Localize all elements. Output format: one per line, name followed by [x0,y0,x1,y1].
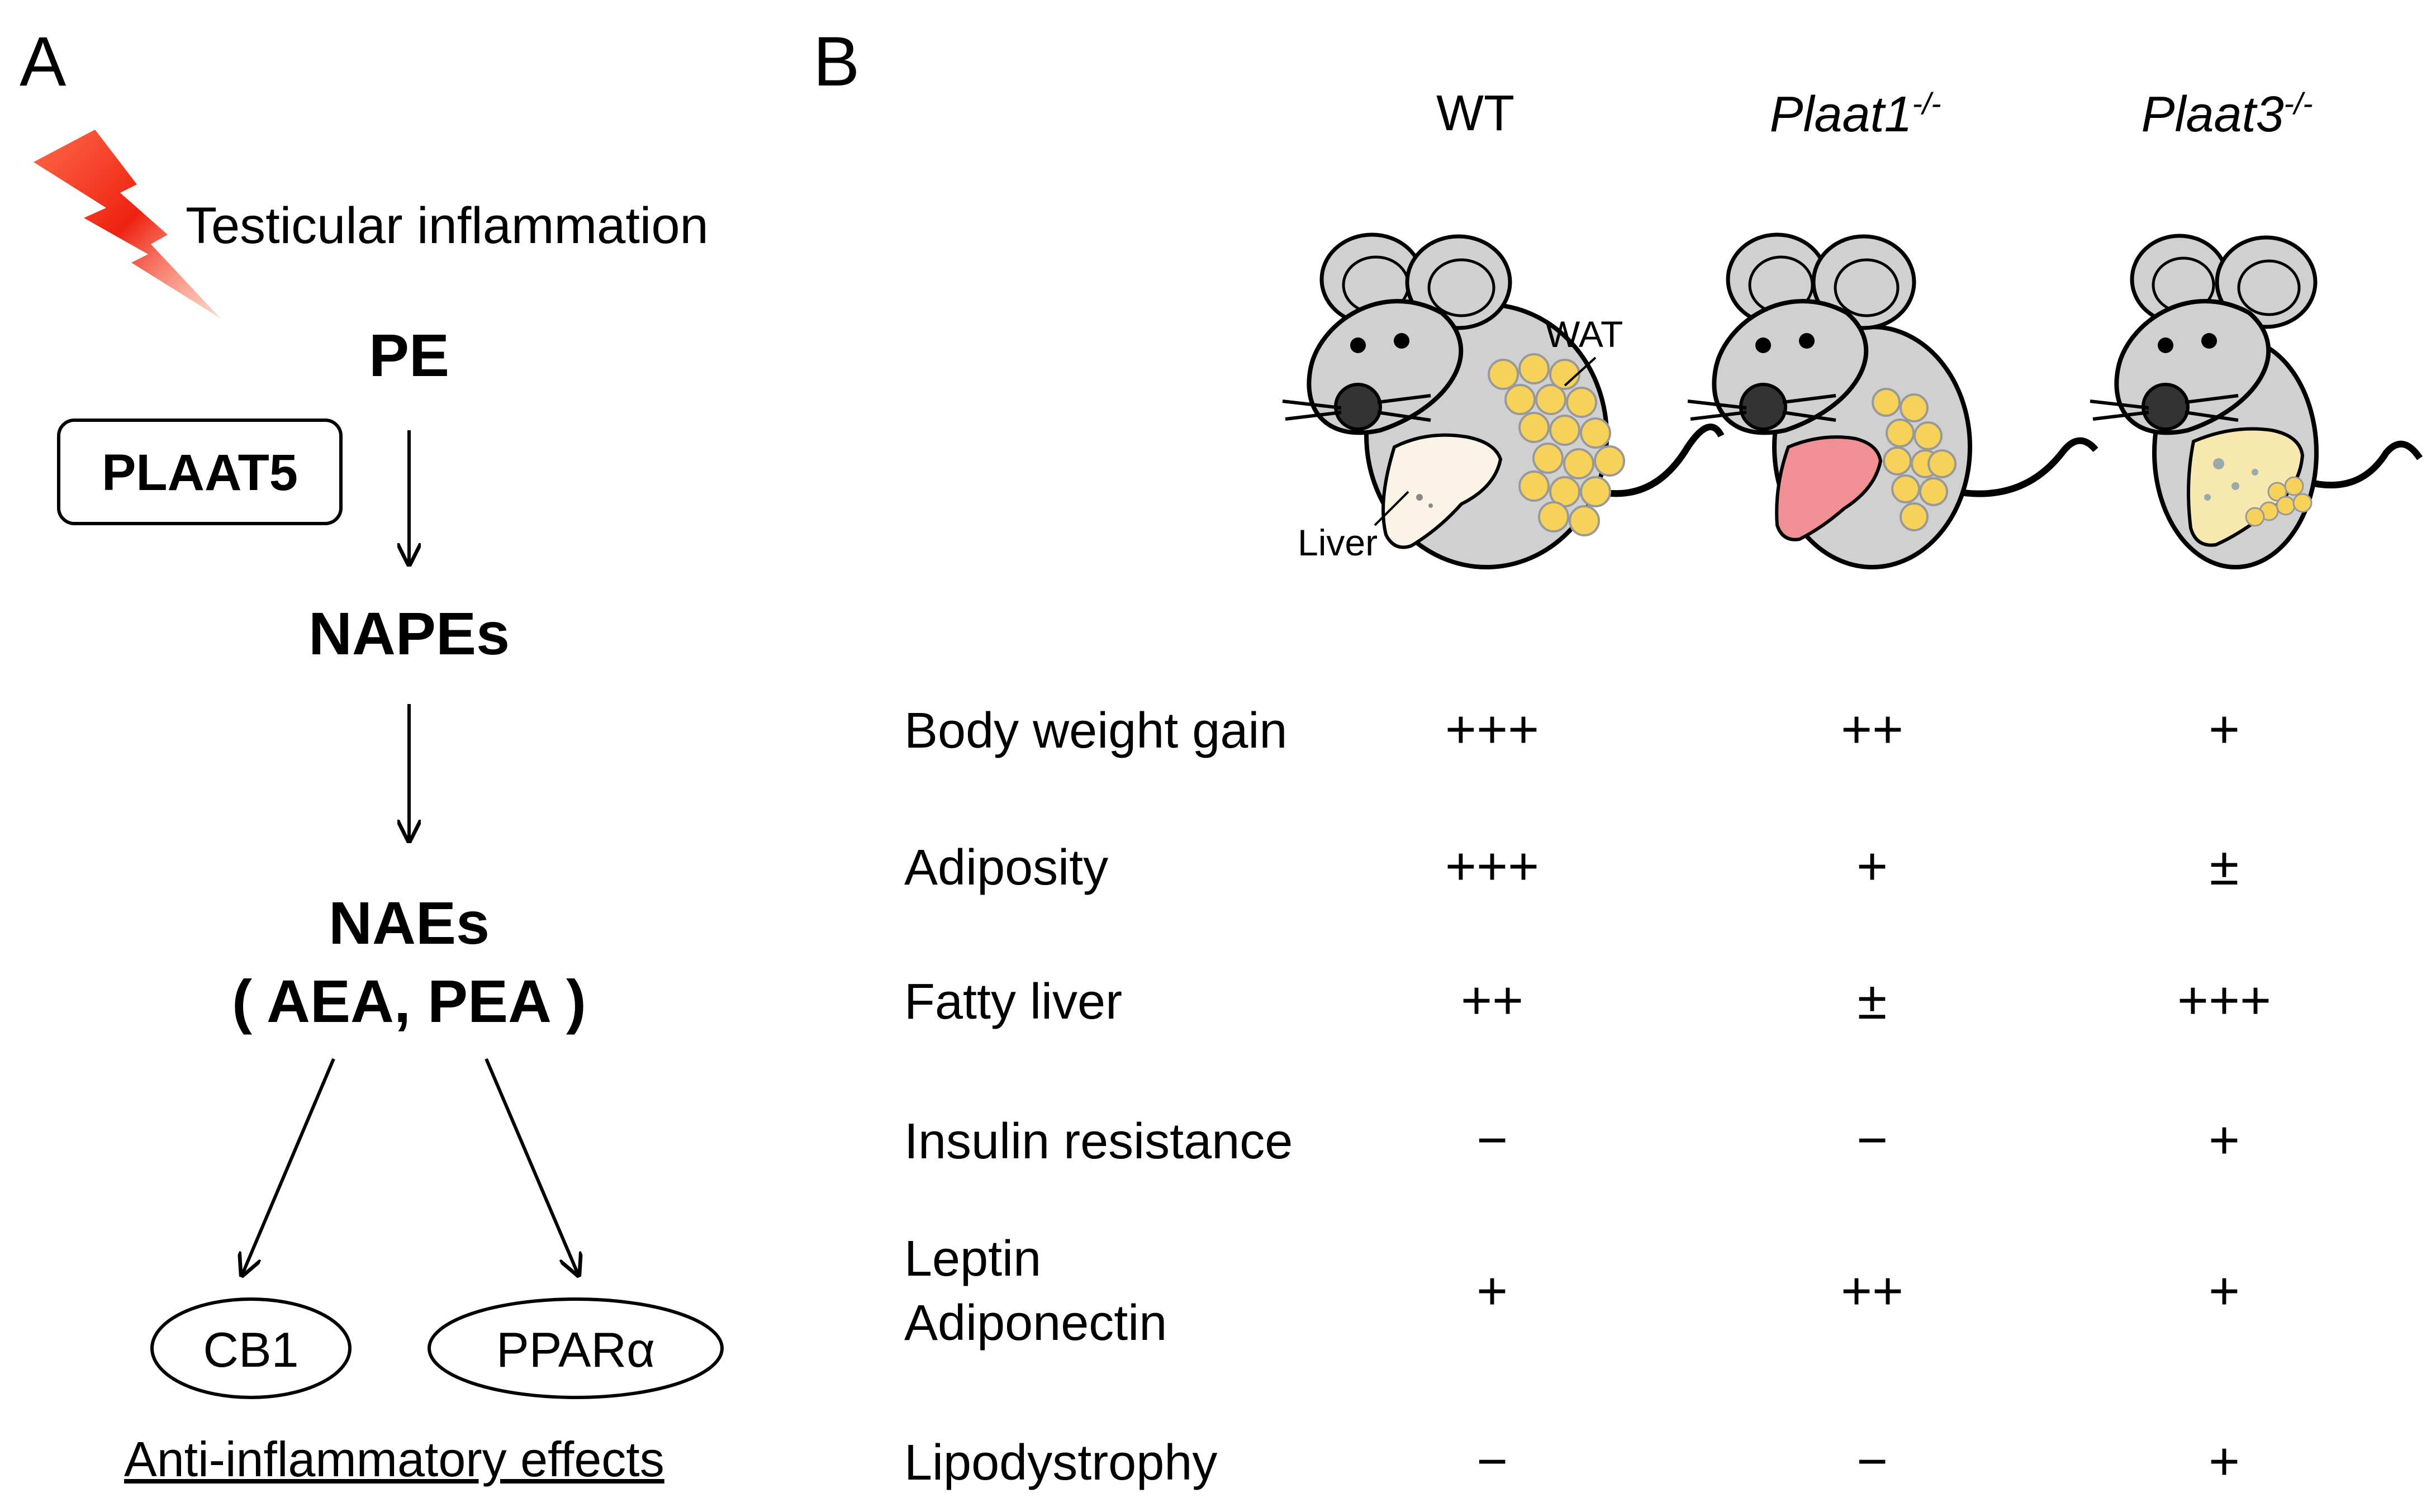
cell-lipodystrophy-plaat3: + [2208,1432,2240,1491]
row-label-body-weight-gain: Body weight gain [904,703,1288,759]
column-header-plaat1: Plaat1-/- [1769,86,1941,142]
arrow-naes-to-cb1 [242,1058,335,1275]
cell-fatty-liver-plaat1: ± [1857,971,1887,1030]
cell-insulin-resistance-plaat3: + [2208,1110,2240,1170]
wat-label: WAT [1545,313,1623,355]
receptor-cb1: CB1 [203,1322,299,1377]
cell-lipodystrophy-plaat1: − [1856,1432,1888,1491]
cell-adiposity-plaat3: ± [2209,836,2239,896]
effect-label: Anti-inflammatory effects [124,1432,664,1487]
ppara-ellipse [428,1297,724,1399]
node-naes: NAEs [328,889,490,957]
cell-leptin-adiponectin-wt: + [1476,1261,1508,1321]
cell-body-weight-gain-wt: +++ [1445,700,1540,759]
panel-label-b: B [813,23,860,101]
row-label-lipodystrophy: Lipodystrophy [904,1435,1218,1491]
cell-leptin-adiponectin-plaat1: ++ [1840,1261,1904,1321]
mouse-plaat1-illustration [1687,232,2098,569]
cb1-ellipse [150,1297,352,1399]
trigger-label: Testicular inflammation [186,197,709,254]
arrow-naes-to-ppara [485,1058,578,1275]
column-header-wt: WT [1436,85,1514,141]
mouse-wt-illustration [1282,232,1725,569]
mouse-plaat3-illustration [2090,234,2423,569]
node-pe: PE [368,321,450,389]
row-label-insulin-resistance: Insulin resistance [904,1114,1293,1169]
cell-adiposity-plaat1: + [1856,836,1888,896]
cell-lipodystrophy-wt: − [1476,1432,1508,1491]
row-label-adiposity: Adiposity [904,840,1109,896]
cell-insulin-resistance-wt: − [1476,1110,1508,1170]
receptor-ppara: PPARα [496,1322,655,1377]
node-napes: NAPEs [308,600,510,667]
row-label-adiponectin: Adiponectin [904,1295,1167,1351]
panel-label-a: A [20,23,67,101]
liver-label: Liver [1298,522,1378,563]
row-label-fatty-liver: Fatty liver [904,974,1123,1030]
row-label-leptin: Leptin [904,1231,1042,1287]
plaat5-box [57,419,343,525]
enzyme-plaat5: PLAAT5 [102,444,298,501]
cell-fatty-liver-wt: ++ [1460,971,1524,1030]
cell-body-weight-gain-plaat3: + [2208,700,2240,759]
cell-fatty-liver-plaat3: +++ [2177,971,2272,1030]
cell-insulin-resistance-plaat1: − [1856,1110,1888,1170]
cell-body-weight-gain-plaat1: ++ [1840,700,1904,759]
column-header-plaat3: Plaat3-/- [2141,86,2313,142]
cell-leptin-adiponectin-plaat3: + [2208,1261,2240,1321]
node-naes-examples: ( AEA, PEA ) [231,967,587,1035]
cell-adiposity-wt: +++ [1445,836,1540,896]
lightning-icon [34,130,221,318]
